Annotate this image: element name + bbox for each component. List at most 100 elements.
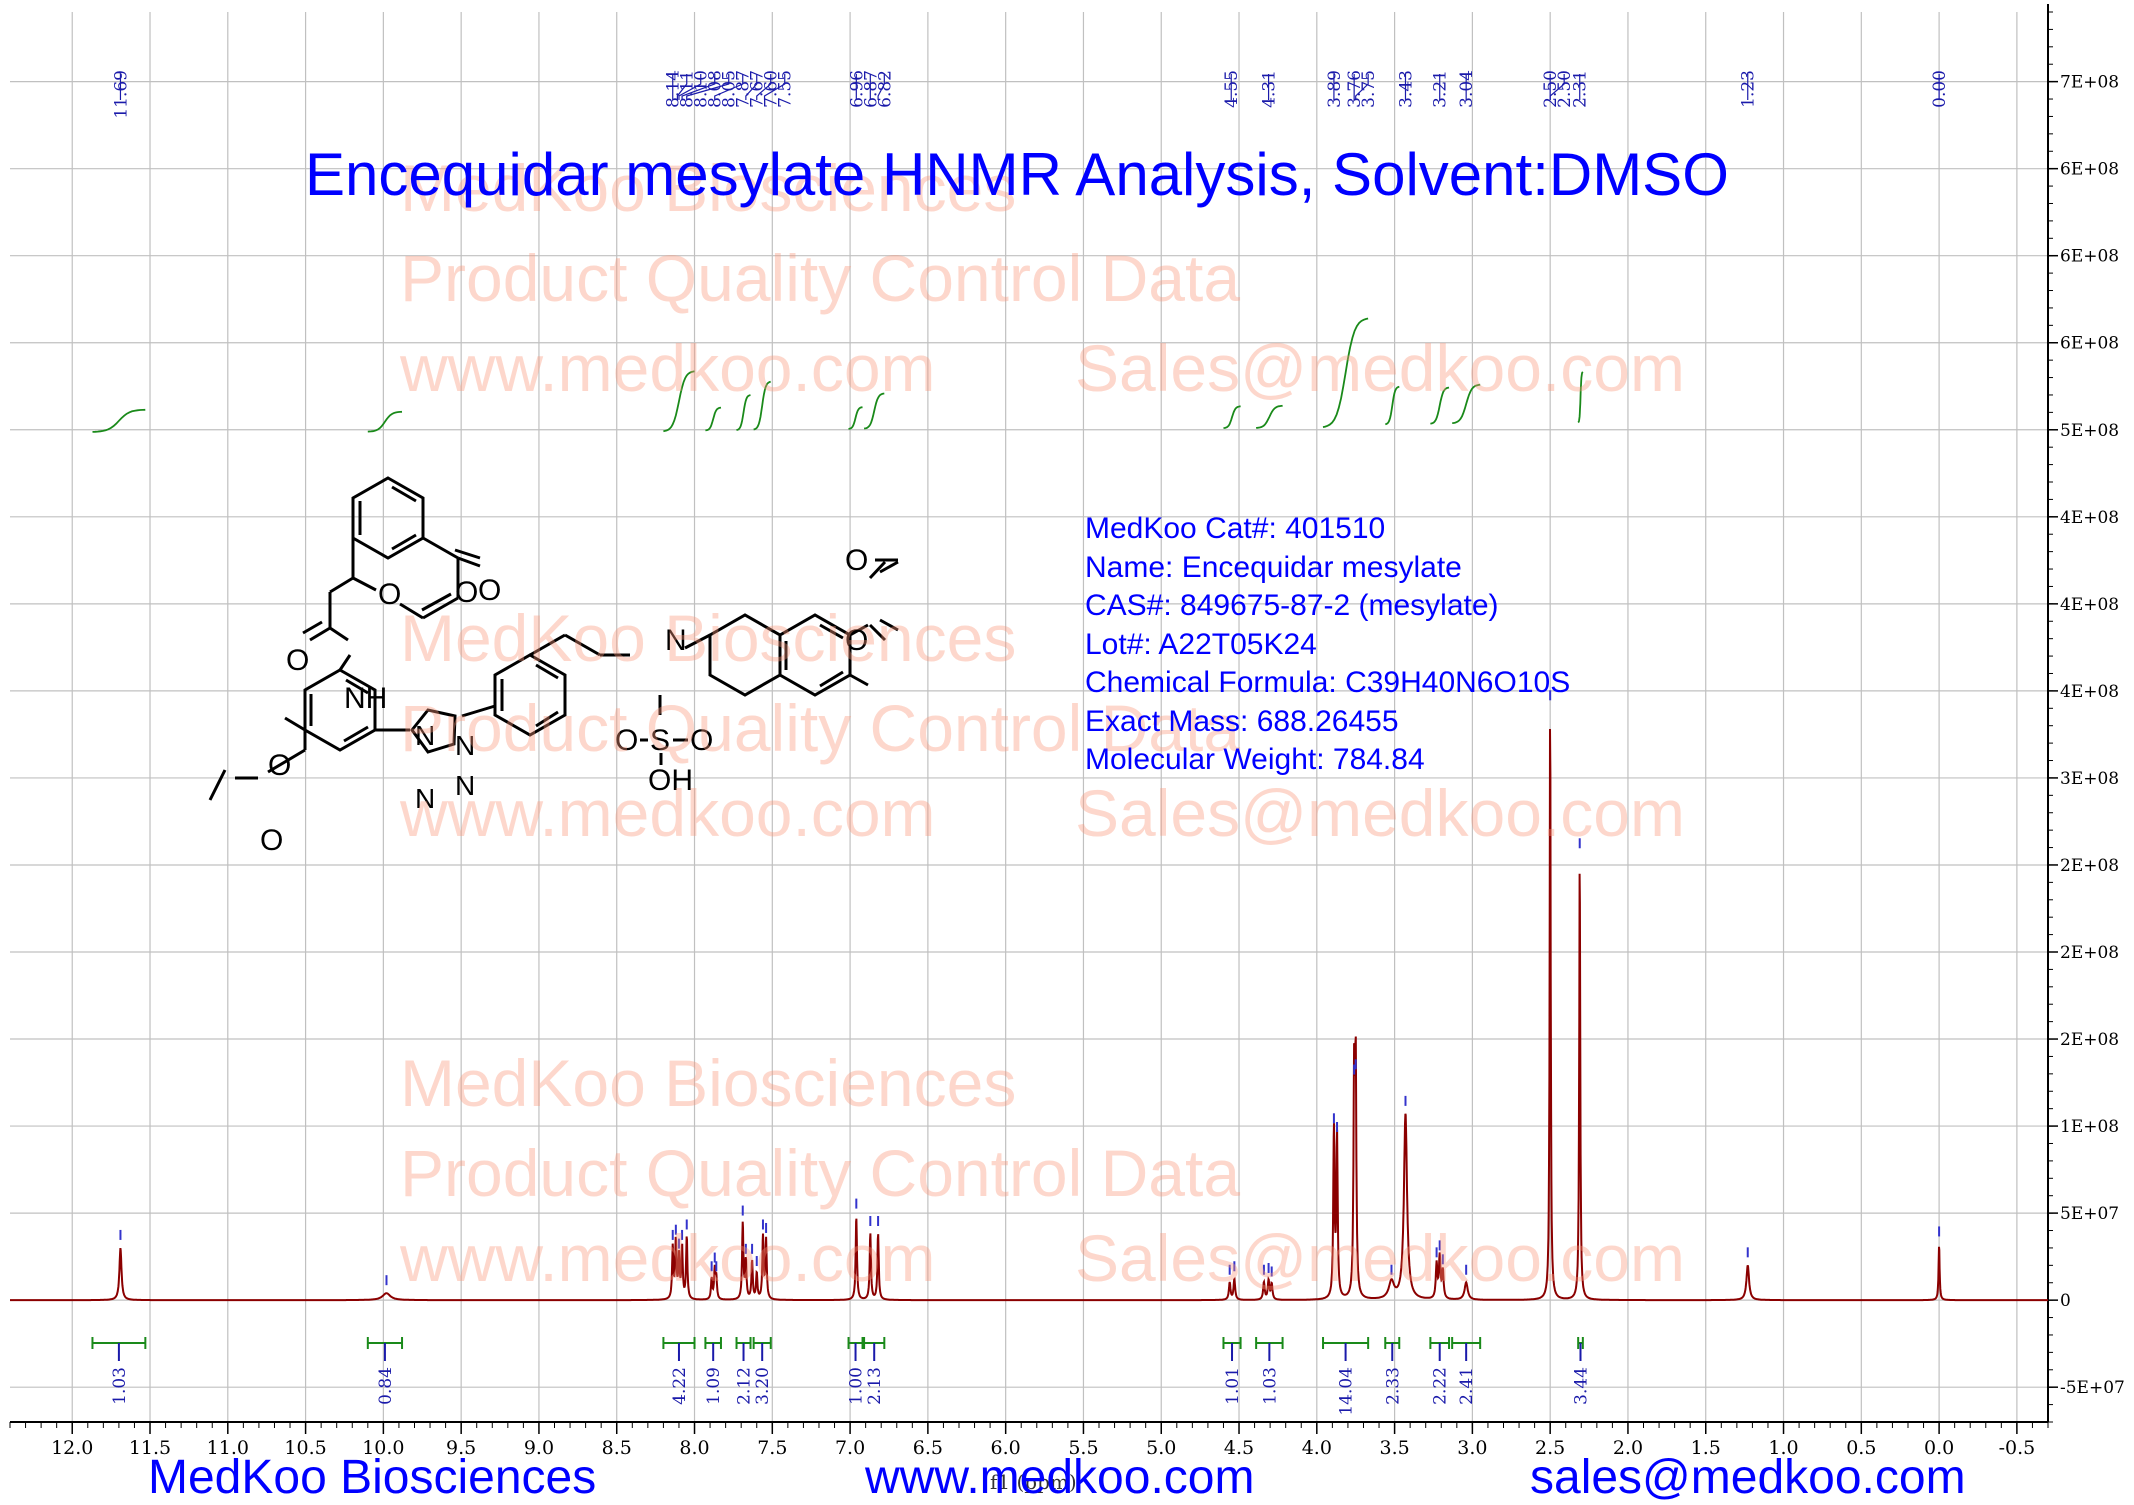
compound-info-panel: MedKoo Cat#: 401510 Name: Encequidar mes… <box>1085 510 1570 780</box>
integral-curve <box>1323 319 1368 428</box>
peak-label: 4.55 <box>1222 70 1242 108</box>
y-tick-label: 2E+08 <box>2060 1030 2119 1050</box>
svg-text:OH: OH <box>648 764 693 797</box>
svg-text:O: O <box>286 644 309 677</box>
integral-curve <box>663 371 694 431</box>
x-tick-label: 8.5 <box>602 1437 632 1459</box>
info-cas: CAS#: 849675-87-2 (mesylate) <box>1085 587 1570 626</box>
chart-title: Encequidar mesylate HNMR Analysis, Solve… <box>305 140 1729 209</box>
integral-layer: 1.03 0.84 4.22 1.09 2.123.20 1.002.13 1.01 1.03… <box>92 319 1591 1416</box>
peak-label: 0.00 <box>1930 70 1950 108</box>
y-tick-label: 7E+08 <box>2060 73 2119 93</box>
y-tick-label: 0 <box>2060 1291 2071 1311</box>
y-tick-label: 4E+08 <box>2060 508 2119 528</box>
integral-value: 14.04 <box>1337 1367 1357 1416</box>
svg-text:O: O <box>478 574 501 607</box>
peak-label: 3.04 <box>1457 70 1477 108</box>
integral-value: 4.22 <box>670 1367 690 1405</box>
svg-text:O: O <box>615 724 638 757</box>
spectrum-layer <box>10 690 2048 1300</box>
peak-label: 1.23 <box>1739 70 1759 108</box>
integral-curve <box>705 408 721 431</box>
spectrum-line <box>10 729 2048 1300</box>
integral-curve <box>1224 406 1241 428</box>
svg-text:O: O <box>845 544 868 577</box>
peak-label: 3.89 <box>1325 70 1345 108</box>
chemical-structure-drawing: O O O O NH O O N N N N N O O O S O OH <box>210 478 898 857</box>
integral-value: 2.22 <box>1431 1367 1451 1405</box>
svg-text:O: O <box>845 624 868 657</box>
svg-text:N: N <box>455 770 475 801</box>
y-tick-label: 2E+08 <box>2060 943 2119 963</box>
integral-value: 2.33 <box>1383 1367 1403 1405</box>
y-tick-label: 6E+08 <box>2060 334 2119 354</box>
peak-label: 11.69 <box>111 70 131 119</box>
integral-value: 3.20 <box>753 1367 773 1405</box>
integral-value: 1.01 <box>1223 1367 1243 1405</box>
integral-curve <box>754 382 771 430</box>
y-tick-label: 6E+08 <box>2060 247 2119 267</box>
svg-text:N: N <box>455 730 475 761</box>
integral-curve <box>1452 385 1480 423</box>
integral-curve <box>1385 387 1399 424</box>
integral-value: 1.03 <box>110 1367 130 1405</box>
integral-value: 2.41 <box>1457 1367 1477 1405</box>
x-tick-label: 7.0 <box>835 1437 865 1459</box>
integral-curve <box>93 410 146 432</box>
peak-label: 4.31 <box>1260 70 1280 108</box>
peak-label: 3.75 <box>1359 70 1379 108</box>
integral-value: 1.03 <box>1260 1367 1280 1405</box>
info-formula: Chemical Formula: C39H40N6O10S <box>1085 664 1570 703</box>
svg-text:N: N <box>415 783 435 814</box>
y-tick-label: 4E+08 <box>2060 595 2119 615</box>
y-tick-label: 1E+08 <box>2060 1117 2119 1137</box>
footer-company: MedKoo Biosciences <box>148 1450 596 1505</box>
svg-text:O: O <box>260 824 283 857</box>
info-molecular-weight: Molecular Weight: 784.84 <box>1085 741 1570 780</box>
y-tick-label: 2E+08 <box>2060 856 2119 876</box>
y-tick-label: 4E+08 <box>2060 682 2119 702</box>
integral-curve <box>737 395 751 430</box>
integral-curve <box>368 412 402 432</box>
x-tick-label: 3.0 <box>1457 1437 1487 1459</box>
svg-text:O: O <box>378 578 401 611</box>
x-tick-label: 4.0 <box>1302 1437 1332 1459</box>
x-tick-label: -0.5 <box>1999 1437 2036 1459</box>
integral-value: 3.44 <box>1572 1367 1592 1405</box>
svg-text:O: O <box>455 576 478 609</box>
peak-label: 3.21 <box>1431 70 1451 108</box>
y-tick-label: 5E+08 <box>2060 421 2119 441</box>
integral-value: 0.84 <box>376 1367 396 1405</box>
integral-value: 1.00 <box>847 1367 867 1405</box>
integral-value: 2.12 <box>735 1367 755 1405</box>
integral-curve <box>864 394 884 429</box>
y-tick-label: 3E+08 <box>2060 769 2119 789</box>
peak-label: 6.82 <box>875 70 895 108</box>
integral-curve <box>1578 372 1583 423</box>
footer-email: sales@medkoo.com <box>1530 1450 1966 1505</box>
info-catalog-number: MedKoo Cat#: 401510 <box>1085 510 1570 549</box>
svg-text:N: N <box>415 720 435 751</box>
svg-text:NH: NH <box>344 682 387 715</box>
y-tick-label: 5E+07 <box>2060 1204 2119 1224</box>
peak-label: 7.55 <box>776 70 796 108</box>
peak-label: 3.43 <box>1396 70 1416 108</box>
integral-value: 1.09 <box>704 1367 724 1405</box>
x-tick-label: 12.0 <box>51 1437 93 1459</box>
x-tick-label: 3.5 <box>1379 1437 1409 1459</box>
y-tick-label: -5E+07 <box>2060 1378 2125 1398</box>
x-tick-label: 7.5 <box>757 1437 787 1459</box>
info-lot: Lot#: A22T05K24 <box>1085 626 1570 665</box>
integral-value: 2.13 <box>865 1367 885 1405</box>
info-exact-mass: Exact Mass: 688.26455 <box>1085 703 1570 742</box>
peak-label: 2.31 <box>1571 70 1591 108</box>
svg-text:N: N <box>665 624 687 657</box>
x-tick-label: 8.0 <box>679 1437 709 1459</box>
integral-curve <box>1430 388 1449 424</box>
integral-curve <box>1256 406 1283 428</box>
info-name: Name: Encequidar mesylate <box>1085 549 1570 588</box>
y-tick-label: 6E+08 <box>2060 160 2119 180</box>
